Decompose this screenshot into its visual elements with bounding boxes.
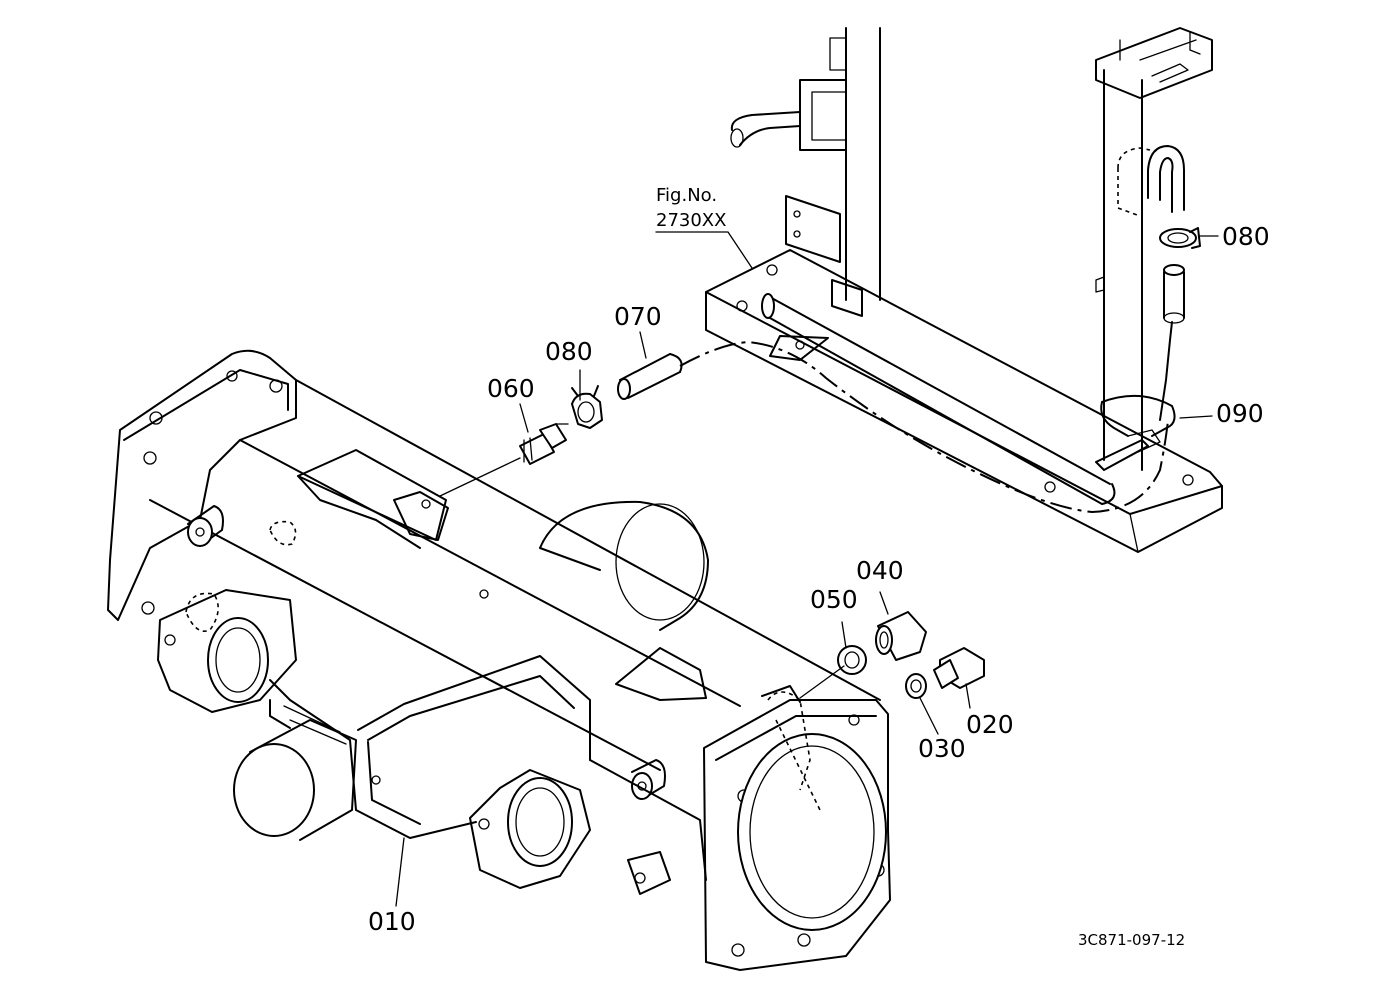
hose-right: [1095, 145, 1201, 471]
labels: Fig.No. 2730XX 080 070 080 060 090 040 0…: [368, 185, 1270, 949]
callout-010: 010: [368, 907, 416, 936]
frame-assembly: [705, 27, 1223, 553]
leader-lines: [395, 231, 1219, 907]
callout-080-right: 080: [1222, 222, 1270, 251]
callout-060: 060: [487, 374, 535, 403]
figure-reference-line2: 2730XX: [656, 210, 726, 231]
callout-040: 040: [856, 556, 904, 585]
callout-050: 050: [810, 585, 858, 614]
callout-030: 030: [918, 734, 966, 763]
hose-routing-line: [679, 340, 1169, 514]
main-housing: [107, 349, 891, 971]
callout-090: 090: [1216, 399, 1264, 428]
callout-070: 070: [614, 302, 662, 331]
callout-020: 020: [966, 710, 1014, 739]
drawing-code: 3C871-097-12: [1078, 931, 1185, 949]
small-parts: [439, 353, 985, 699]
figure-reference-line1: Fig.No.: [656, 185, 717, 206]
callout-080-left: 080: [545, 337, 593, 366]
